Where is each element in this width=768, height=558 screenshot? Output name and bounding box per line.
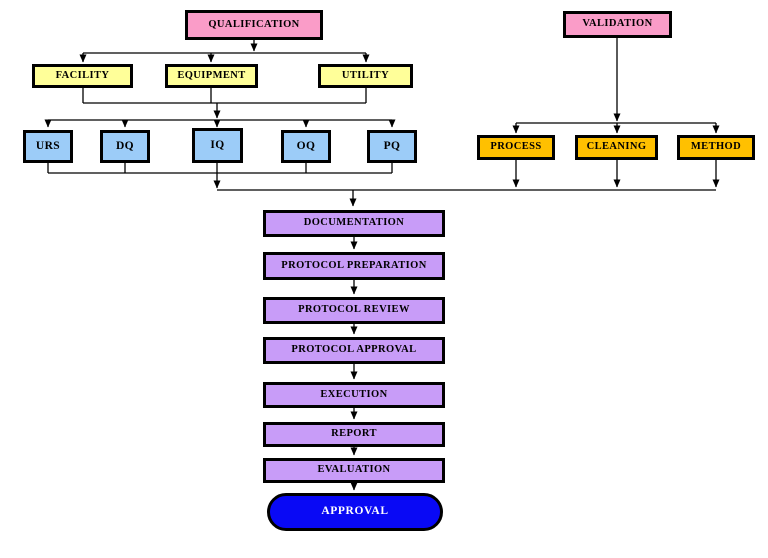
node-method: METHOD bbox=[677, 135, 755, 160]
node-protocol-approval: PROTOCOL APPROVAL bbox=[263, 337, 445, 364]
node-approval: APPROVAL bbox=[267, 493, 443, 531]
node-utility: UTILITY bbox=[318, 64, 413, 88]
node-pq: PQ bbox=[367, 130, 417, 163]
node-oq: OQ bbox=[281, 130, 331, 163]
node-documentation: DOCUMENTATION bbox=[263, 210, 445, 237]
node-execution: EXECUTION bbox=[263, 382, 445, 408]
node-validation: VALIDATION bbox=[563, 11, 672, 38]
node-process: PROCESS bbox=[477, 135, 555, 160]
node-qualification: QUALIFICATION bbox=[185, 10, 323, 40]
node-dq: DQ bbox=[100, 130, 150, 163]
node-protocol-preparation: PROTOCOL PREPARATION bbox=[263, 252, 445, 280]
node-facility: FACILITY bbox=[32, 64, 133, 88]
node-urs: URS bbox=[23, 130, 73, 163]
node-report: REPORT bbox=[263, 422, 445, 447]
node-equipment: EQUIPMENT bbox=[165, 64, 258, 88]
node-evaluation: EVALUATION bbox=[263, 458, 445, 483]
node-iq: IQ bbox=[192, 128, 243, 163]
node-protocol-review: PROTOCOL REVIEW bbox=[263, 297, 445, 324]
node-cleaning: CLEANING bbox=[575, 135, 658, 160]
